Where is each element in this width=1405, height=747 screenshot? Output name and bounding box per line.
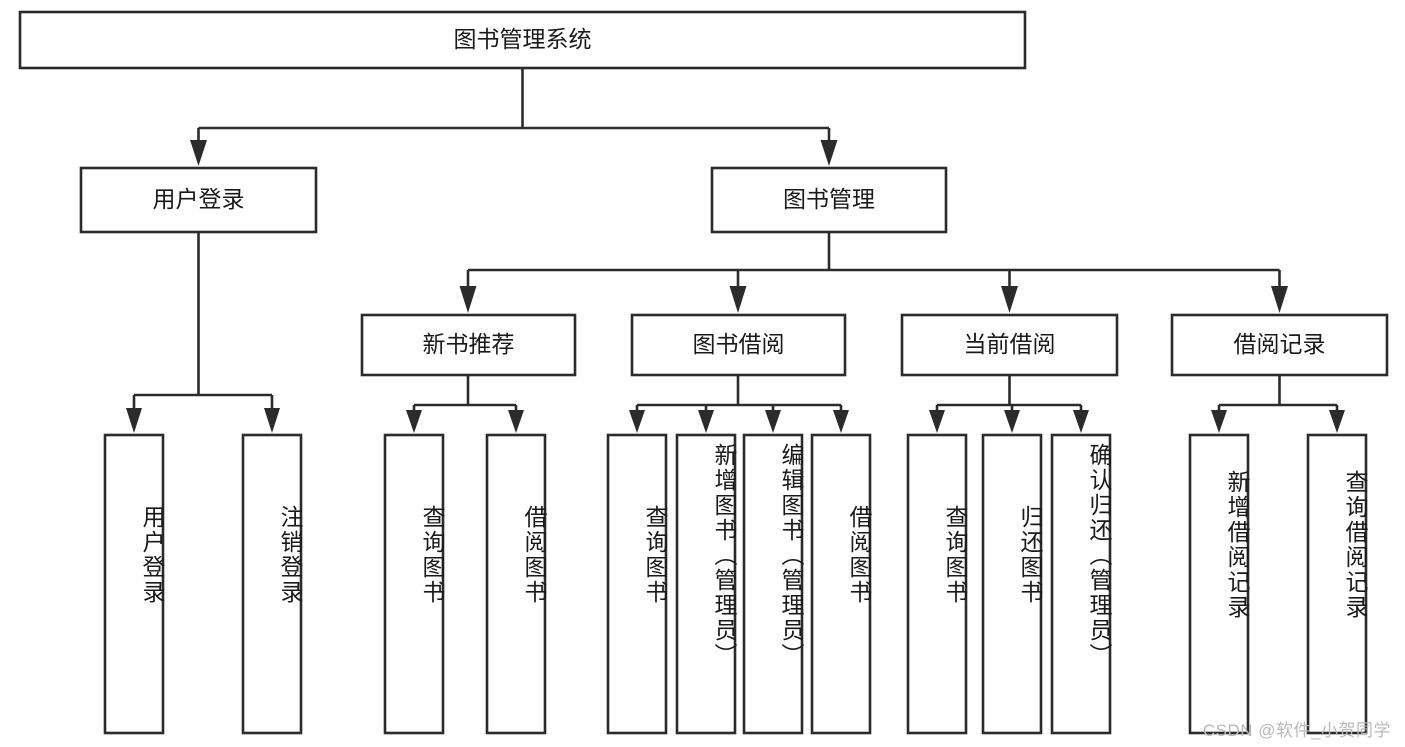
node-boxes: 图书管理系统 用户登录 图书管理 新书推荐 图书借阅 当前借阅 借阅记录	[18, 10, 1389, 735]
node-label-borrow-record: 借阅记录	[1234, 331, 1326, 357]
node-box-leaf-query-borrow-record[interactable]	[1306, 433, 1368, 735]
node-label-book-borrow: 图书借阅	[693, 331, 785, 357]
csdn-watermark: CSDN @软件_小贺同学	[1202, 721, 1391, 740]
connector-group-book-borrow	[629, 375, 849, 433]
arrow-head-leaf-add-book	[698, 410, 714, 433]
node-box-leaf-confirm-return[interactable]	[1050, 433, 1112, 735]
arrow-head-leaf-confirm-return	[1073, 410, 1089, 433]
node-box-new-book-recommend[interactable]	[360, 313, 577, 377]
arrow-head-borrow-record	[1271, 286, 1288, 313]
arrow-head-book-management	[820, 140, 838, 166]
node-label-new-book-recommend: 新书推荐	[423, 331, 515, 357]
node-box-leaf-query-book-recommend[interactable]	[383, 433, 445, 735]
node-box-current-borrow[interactable]	[900, 313, 1119, 377]
connector-group-current-borrow	[929, 375, 1089, 433]
arrow-head-user-login	[190, 140, 207, 166]
node-box-leaf-borrow-book[interactable]	[810, 433, 872, 735]
node-box-leaf-add-book[interactable]	[675, 433, 737, 735]
node-box-user-login[interactable]	[79, 166, 318, 234]
node-box-borrow-record[interactable]	[1170, 313, 1389, 377]
node-box-leaf-return-book[interactable]	[981, 433, 1043, 735]
arrow-head-current-borrow	[1001, 286, 1018, 313]
node-box-leaf-query-book-current[interactable]	[906, 433, 968, 735]
node-box-book-borrow[interactable]	[630, 313, 847, 377]
arrow-head-leaf-borrow-book	[833, 410, 849, 433]
connector-group-root	[190, 68, 838, 166]
arrow-head-leaf-query-book-current	[929, 410, 945, 433]
arrow-head-leaf-query-borrow-record	[1329, 410, 1345, 433]
arrow-head-leaf-return-book	[1004, 410, 1020, 433]
node-label-user-login: 用户登录	[153, 186, 245, 212]
connector-group-borrow-record	[1211, 375, 1345, 433]
node-box-leaf-edit-book[interactable]	[742, 433, 804, 735]
node-label-root: 图书管理系统	[454, 26, 592, 52]
node-box-leaf-user-logout[interactable]	[241, 433, 303, 735]
node-box-leaf-user-login[interactable]	[103, 433, 165, 735]
arrow-head-leaf-borrow-book-recommend	[508, 410, 524, 433]
connector-group-book-management	[459, 232, 1288, 313]
arrow-head-leaf-edit-book	[765, 410, 781, 433]
node-box-root[interactable]	[18, 10, 1027, 70]
arrow-head-new-book-recommend	[459, 286, 477, 313]
arrow-head-leaf-add-borrow-record	[1211, 410, 1227, 433]
arrow-head-leaf-query-book-recommend	[406, 410, 422, 433]
node-box-leaf-query-book-borrow[interactable]	[606, 433, 668, 735]
arrow-head-leaf-user-login	[126, 408, 142, 433]
node-box-leaf-add-borrow-record[interactable]	[1188, 433, 1250, 735]
node-box-book-management[interactable]	[710, 166, 948, 234]
connector-group-new-book-recommend	[406, 375, 524, 433]
node-box-leaf-borrow-book-recommend[interactable]	[485, 433, 547, 735]
node-label-book-management: 图书管理	[783, 186, 875, 212]
arrow-head-leaf-query-book-borrow	[629, 410, 645, 433]
arrow-head-leaf-user-logout	[264, 408, 280, 433]
arrow-head-book-borrow	[729, 286, 747, 313]
connector-group-user-login	[126, 232, 280, 433]
node-label-current-borrow: 当前借阅	[964, 331, 1056, 357]
